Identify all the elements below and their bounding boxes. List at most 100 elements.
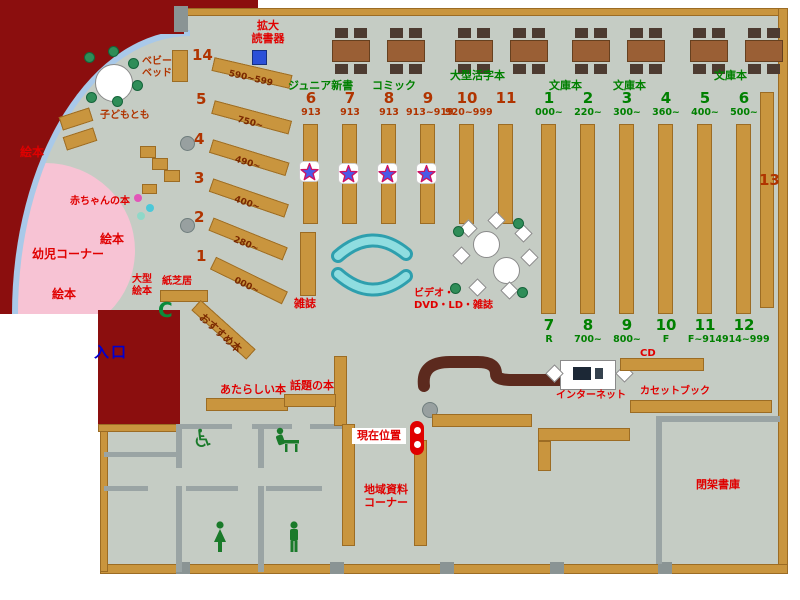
toilet-wall [104,452,176,457]
shelf-code: 913 [379,107,399,118]
shelf-code: 913~919 [406,107,454,118]
toilet-wall [176,424,182,468]
shelf-number: 10 [655,316,677,334]
large-picture-books-label: 大型 絵本 [132,274,156,297]
chair [390,64,403,74]
junior-shinsho-label: ジュニア新書 [288,79,354,92]
star-decoration-icon [416,163,437,184]
toilet-wall [310,424,345,429]
current-location-marker-icon [410,421,424,455]
bookshelf [498,124,513,224]
shelf-number: 7 [344,89,356,107]
chair [128,58,139,69]
chair [712,64,725,74]
shelf-number: 2 [582,89,594,107]
marker-dot [413,427,421,434]
bookshelf [541,124,556,314]
bunko-label: 文庫本 [549,79,582,92]
shelf-number: 12 [733,316,755,334]
shelf-number: 5 [699,89,711,107]
chair [409,28,422,38]
chair [649,64,662,74]
bunko-label: 文庫本 [613,79,646,92]
baby-bed-label-line1: ベビー [142,56,172,67]
magnifier-device-icon [252,50,267,65]
shelf-code: 700~ [574,334,602,345]
study-table [572,28,610,74]
shelf-code: 800~ [613,334,641,345]
bookshelf [334,356,347,426]
marker-dot [413,441,421,448]
new-books-shelf [206,398,288,411]
play-mat-dot [137,212,145,220]
chair [712,28,725,38]
chair [108,46,119,57]
magazine-shelf [300,232,316,296]
toilet-wall [252,424,292,429]
shelf-number: 1 [196,247,207,265]
shelf-code: 300~ [613,107,641,118]
bookshelf [432,414,532,427]
toddler-corner-label: 幼児コーナー [32,247,105,261]
pillar [180,218,195,233]
toilet-wall [104,486,148,491]
reading-table [473,231,500,258]
shelf-number: 8 [582,316,594,334]
bookshelf [658,124,673,314]
stool [450,283,461,294]
star-decoration-icon [338,163,359,184]
chair [693,64,706,74]
bookshelf [736,124,751,314]
bookshelf [538,441,551,471]
wall-top [176,8,788,16]
shelf-code: 914~999 [722,334,770,345]
video-corner-label: ビデオ・ DVD・LD・雑誌 [414,288,493,311]
study-table [745,28,783,74]
bookshelf [760,92,774,308]
baby-bed-label-line2: ベッド [142,67,172,79]
chair [748,28,761,38]
shelf-code: F~914 [687,334,723,345]
study-table [627,28,665,74]
reading-table [493,257,520,284]
bookshelf [619,124,634,314]
play-mat-dot [146,204,154,212]
topic-books-label: 話題の本 [290,379,334,392]
chair [335,64,348,74]
toilet-wall [258,486,264,572]
shelf-number: 3 [621,89,633,107]
stacks-wall [656,416,662,564]
baby-books-label: 赤ちゃんの本 [70,196,130,207]
study-table [332,28,370,74]
play-mat-dot [134,194,142,202]
baby-bed-label: ベビー ベッド [142,56,176,79]
shelf-code: 920~999 [445,107,493,118]
closed-stacks-label: 閉架書庫 [696,478,740,491]
chair [748,64,761,74]
chair [335,28,348,38]
chair [594,28,607,38]
toilet-wall [258,424,264,468]
magazines-label: 雑誌 [294,297,316,310]
shelf-code: 220~ [574,107,602,118]
picture-books-label: 絵本 [100,232,125,246]
shelf-number: 5 [196,90,207,108]
chair [132,80,143,91]
service-counter [417,356,566,392]
comic-label: コミック [372,79,416,92]
kamishibai-label: 紙芝居 [162,276,192,287]
pillar [440,562,454,574]
chair [513,64,526,74]
large-picture-books-line1: 大型 [132,274,152,285]
bookshelf [538,428,630,441]
shelf-number: 11 [495,89,517,107]
woman-icon [214,521,226,552]
kids-step [152,158,168,170]
cassette-shelf [630,400,772,413]
kodomonotomo-label: 子どもとも [100,110,150,121]
shelf-code: 360~ [652,107,680,118]
cd-label: CD [640,348,656,359]
chair [458,28,471,38]
man-icon [290,521,298,552]
chair [532,64,545,74]
